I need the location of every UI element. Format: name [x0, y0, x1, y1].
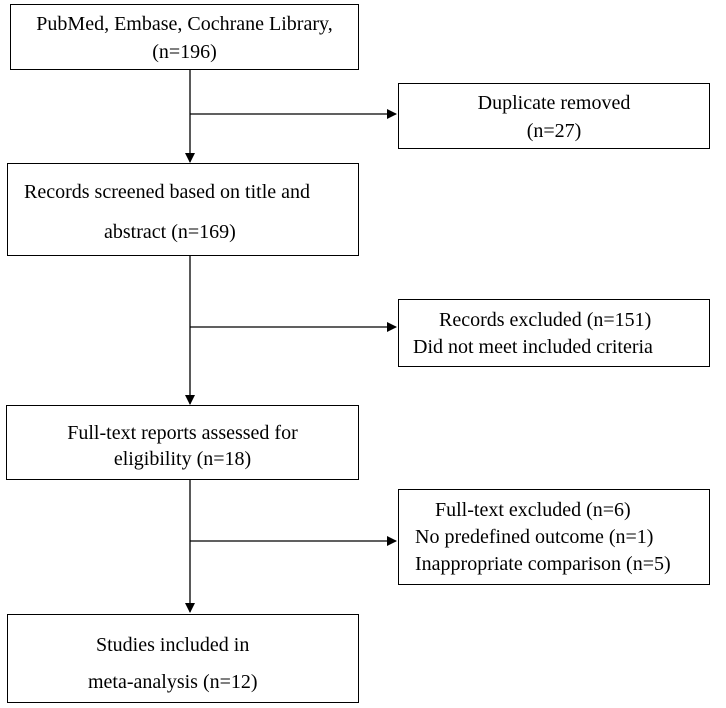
fulltext-excluded-box: Full-text excluded (n=6) No predefined o…: [398, 489, 710, 585]
duplicates-box: Duplicate removed (n=27): [398, 83, 710, 149]
sources-line1: PubMed, Embase, Cochrane Library,: [36, 13, 333, 35]
included-box: Studies included in meta-analysis (n=12): [7, 614, 359, 703]
included-line1: Studies included in: [96, 634, 250, 656]
fulltext-box: Full-text reports assessed for eligibili…: [6, 405, 359, 480]
fulltext-line1: Full-text reports assessed for: [67, 422, 298, 444]
duplicates-line1: Duplicate removed: [477, 92, 631, 114]
sources-box: PubMed, Embase, Cochrane Library, (n=196…: [10, 4, 359, 70]
included-line2: meta-analysis (n=12): [88, 671, 258, 693]
records-excluded-line1: Records excluded (n=151): [439, 309, 652, 331]
screened-line1: Records screened based on title and: [24, 181, 311, 203]
records-excluded-line2: Did not meet included criteria: [413, 336, 653, 358]
sources-line2: (n=196): [152, 41, 217, 63]
screened-box: Records screened based on title and abst…: [7, 163, 359, 256]
records-excluded-box: Records excluded (n=151) Did not meet in…: [398, 299, 710, 367]
screened-line2: abstract (n=169): [104, 221, 236, 243]
fulltext-excluded-line2: No predefined outcome (n=1): [415, 526, 654, 548]
fulltext-line2: eligibility (n=18): [113, 448, 252, 470]
fulltext-excluded-line3: Inappropriate comparison (n=5): [415, 553, 671, 575]
duplicates-line2: (n=27): [526, 120, 582, 142]
fulltext-excluded-line1: Full-text excluded (n=6): [435, 499, 631, 521]
